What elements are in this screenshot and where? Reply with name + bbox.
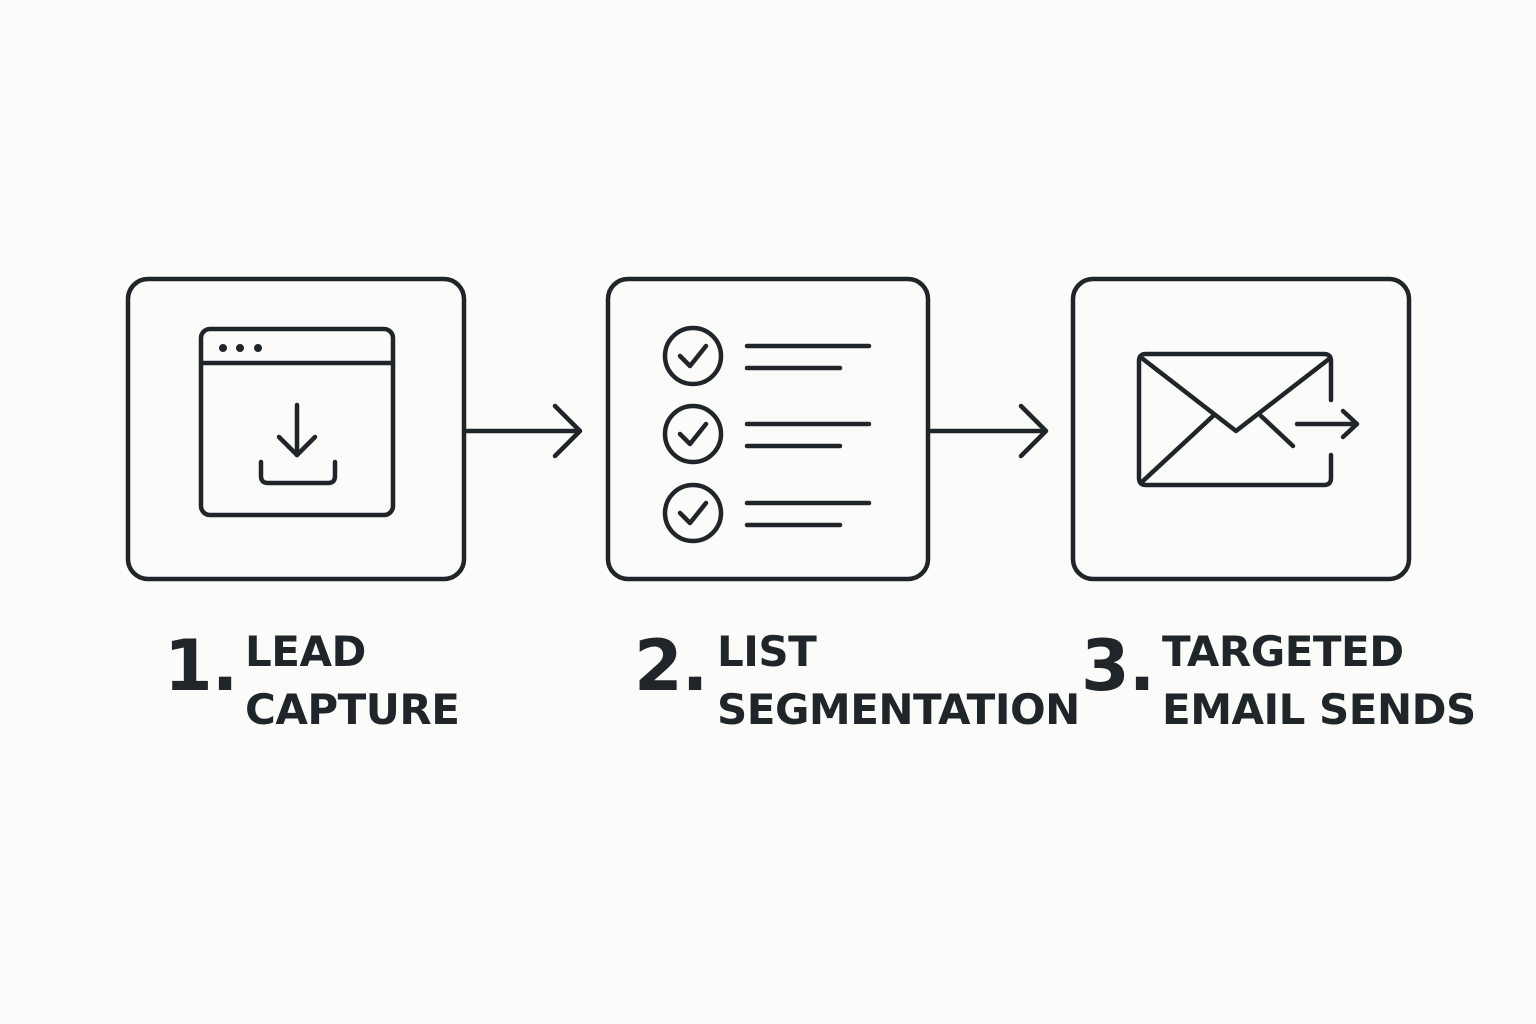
step-2-label: LIST SEGMENTATION xyxy=(717,623,1080,739)
browser-download-icon xyxy=(198,326,396,518)
checklist-icon xyxy=(662,325,872,544)
step-3-number: 3. xyxy=(1081,625,1155,707)
step-3-box xyxy=(1070,276,1412,582)
step-1-label-line-1: LEAD xyxy=(245,627,366,676)
step-2-number: 2. xyxy=(634,625,708,707)
arrow-right-icon xyxy=(463,403,583,459)
step-1-number: 1. xyxy=(164,625,238,707)
step-3-label-line-2: EMAIL SENDS xyxy=(1162,685,1476,734)
step-2-label-line-2: SEGMENTATION xyxy=(717,685,1080,734)
email-send-icon xyxy=(1136,351,1360,488)
step-1-box xyxy=(125,276,467,582)
step-1-label: LEAD CAPTURE xyxy=(245,623,460,739)
step-3-label: TARGETED EMAIL SENDS xyxy=(1162,623,1476,739)
step-3-label-line-1: TARGETED xyxy=(1162,627,1404,676)
step-1-label-line-2: CAPTURE xyxy=(245,685,460,734)
arrow-right-icon xyxy=(927,403,1049,459)
step-2-label-line-1: LIST xyxy=(717,627,817,676)
step-2-box xyxy=(605,276,931,582)
